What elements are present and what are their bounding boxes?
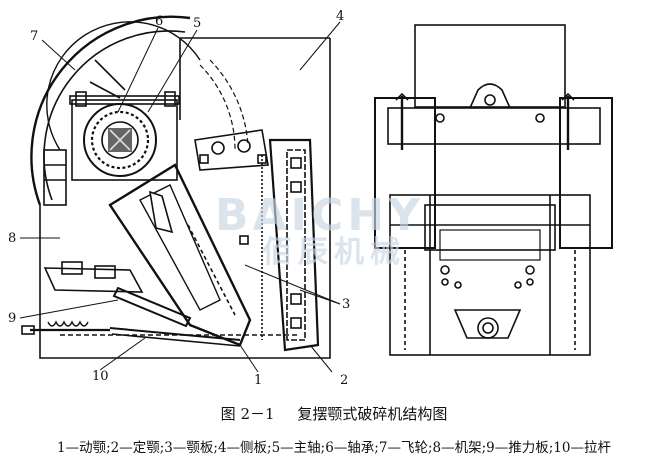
callout-labels: 7 6 5 4 8 9 10 1 2 3 <box>8 9 350 388</box>
hidden-flywheel-outline <box>199 59 249 151</box>
parts-legend: 1—动颚;2—定颚;3—颚板;4—侧板;5—主轴;6—轴承;7—飞轮;8—机架;… <box>57 440 611 456</box>
side-plate-left <box>194 129 269 245</box>
toggle-and-tie-rod <box>21 261 241 347</box>
crusher-structure-diagram: BAICHY 佰辰机械 7 6 5 4 8 9 10 1 2 3 <box>8 9 613 388</box>
callout-5: 5 <box>193 16 201 31</box>
leader-lines <box>19 21 341 373</box>
callout-6: 6 <box>155 14 163 29</box>
flywheel <box>30 15 201 206</box>
watermark: BAICHY 佰辰机械 <box>215 190 424 270</box>
callout-8: 8 <box>8 231 16 246</box>
figure-number: 图 2－1 <box>220 405 275 423</box>
front-view <box>374 24 613 356</box>
callout-3: 3 <box>342 297 350 312</box>
callout-2: 2 <box>340 373 348 388</box>
figure-caption: 图 2－1 复摆颚式破碎机结构图 <box>0 403 668 424</box>
figure-title: 复摆颚式破碎机结构图 <box>297 405 448 423</box>
callout-4: 4 <box>336 9 344 24</box>
callout-9: 9 <box>8 311 16 326</box>
callout-7: 7 <box>30 29 38 44</box>
side-section-view <box>19 15 341 373</box>
watermark-chinese: 佰辰机械 <box>262 235 406 270</box>
fixed-jaw <box>261 138 320 352</box>
watermark-latin: BAICHY <box>215 190 424 241</box>
callout-10: 10 <box>92 369 109 384</box>
callout-1: 1 <box>254 373 262 388</box>
bearing-and-shaft <box>69 91 180 181</box>
movable-jaw <box>108 163 252 347</box>
